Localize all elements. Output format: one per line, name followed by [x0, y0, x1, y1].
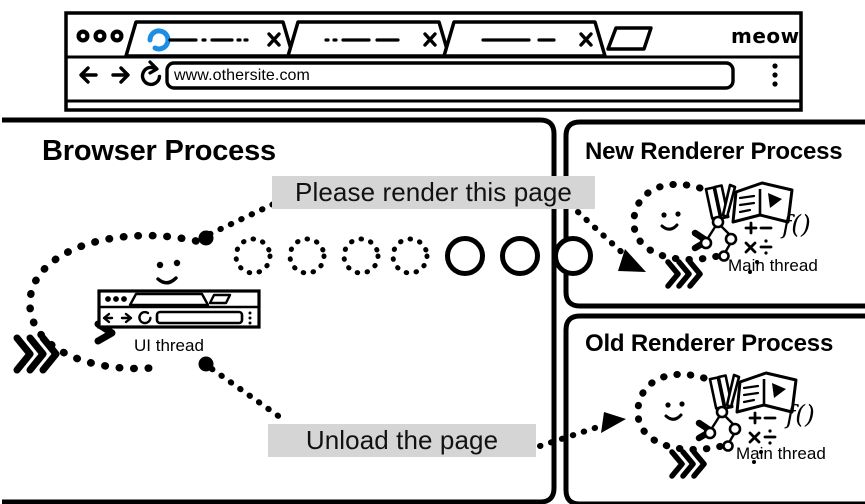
old-renderer-process-title: Old Renderer Process — [585, 330, 834, 357]
open-book-icon — [735, 371, 798, 414]
close-icon[interactable] — [267, 32, 281, 47]
render-message-pointer — [198, 197, 285, 246]
chevrons-icon — [665, 259, 703, 289]
tab-loading[interactable] — [124, 20, 295, 58]
task-pending-4 — [390, 236, 430, 276]
browser-process-title: Browser Process — [42, 135, 276, 167]
task-active-3 — [553, 236, 593, 276]
browser-window-icon — [97, 289, 261, 329]
ui-thread-smiley-face-icon — [156, 259, 181, 285]
chevrons-icon — [669, 449, 707, 479]
new-tab-button[interactable] — [606, 26, 653, 51]
task-active-1 — [445, 236, 485, 276]
old-renderer-main-thread-group — [634, 370, 798, 479]
render-message-label: Please render this page — [272, 176, 595, 209]
address-bar-text[interactable]: www.othersite.com — [174, 67, 310, 84]
dom-tree-icon — [699, 215, 738, 262]
unload-message-label: Unload the page — [268, 424, 536, 457]
old-renderer-main-thread-caption: Main thread — [736, 444, 826, 463]
tab-spinner-icon — [147, 28, 171, 52]
arrow-to-new-renderer — [575, 209, 646, 272]
task-pending-2 — [287, 236, 327, 276]
math-symbols-icon — [748, 411, 777, 464]
tab-two[interactable] — [286, 20, 451, 58]
close-icon[interactable] — [423, 32, 437, 47]
ui-thread-caption: UI thread — [134, 336, 204, 355]
math-symbols-icon — [744, 221, 773, 274]
brand-label: meow — [731, 24, 800, 48]
task-queue — [233, 236, 593, 276]
old-renderer-process-panel — [563, 313, 865, 504]
reload-icon[interactable] — [140, 60, 162, 87]
unload-message-pointer — [198, 356, 287, 423]
function-icon-old: f() — [784, 400, 815, 429]
dom-tree-icon — [703, 405, 742, 452]
task-pending-1 — [233, 236, 273, 276]
arrow-to-old-renderer — [537, 412, 626, 449]
browser-window — [64, 11, 803, 112]
browser-process-panel — [2, 117, 557, 504]
window-controls[interactable] — [76, 29, 124, 43]
tab-three[interactable] — [442, 20, 607, 58]
ui-thread-chevrons-icon — [13, 334, 60, 374]
new-renderer-process-title: New Renderer Process — [585, 138, 843, 165]
function-icon-new: f() — [780, 210, 811, 239]
new-renderer-main-thread-caption: Main thread — [728, 256, 818, 275]
task-pending-3 — [341, 236, 381, 276]
close-icon[interactable] — [579, 32, 593, 47]
back-arrow-icon[interactable] — [79, 66, 98, 84]
kebab-menu-icon[interactable] — [772, 63, 778, 87]
forward-arrow-icon[interactable] — [111, 66, 130, 84]
open-book-icon — [731, 181, 794, 224]
address-bar[interactable] — [165, 61, 735, 90]
new-renderer-main-thread-group — [630, 180, 794, 289]
smiley-face-icon — [664, 401, 685, 421]
task-active-2 — [500, 236, 540, 276]
smiley-face-icon — [660, 211, 681, 231]
